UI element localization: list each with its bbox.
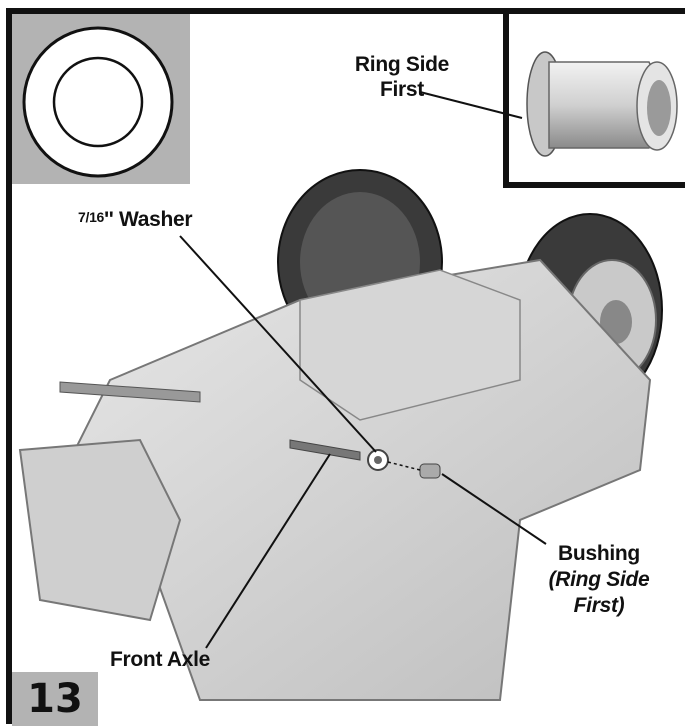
step-number-panel (12, 672, 98, 726)
washer-panel (12, 14, 190, 184)
bushing-icon (526, 51, 678, 157)
front-axle-label: Front Axle (110, 648, 211, 671)
bushing-note: (Ring Side First) (548, 568, 650, 617)
bushing-detail-panel (503, 14, 685, 188)
washer-text: '' Washer (104, 208, 193, 231)
bushing-label: Bushing (Ring Side First) (524, 541, 674, 619)
page-frame (6, 8, 685, 724)
bushing-title: Bushing (558, 542, 640, 565)
washer-label: 7/16'' Washer (78, 208, 193, 232)
washer-size: 7/16 (78, 209, 105, 225)
step-number: 13 (27, 676, 83, 722)
washer-icon (22, 26, 174, 178)
ring-side-first-label: Ring Side First (354, 53, 450, 101)
